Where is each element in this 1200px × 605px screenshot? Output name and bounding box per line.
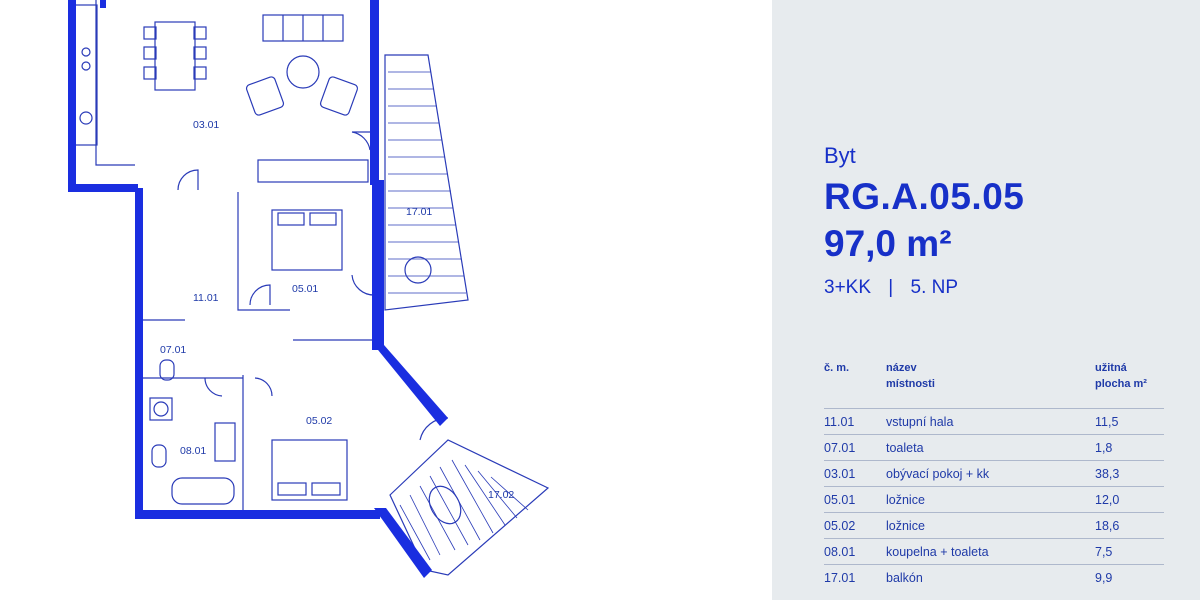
header-area: užitná plocha m² [1095, 362, 1147, 390]
door [177, 169, 199, 191]
room-number: 07.01 [824, 441, 856, 455]
floor-plan: 03.01 17.01 11.01 05.01 07.01 08.01 05.0… [68, 0, 550, 578]
header-room-name: název místnosti [886, 362, 935, 390]
room-area: 38,3 [1095, 467, 1120, 481]
unit-code: RG.A.05.05 [824, 176, 1025, 217]
room-label: 08.01 [180, 445, 206, 457]
balcony-table [428, 485, 462, 525]
hob-icon [81, 47, 91, 57]
bedroom-wall [237, 192, 290, 311]
room-name: balkón [886, 571, 923, 585]
room-area: 7,5 [1095, 545, 1113, 559]
room-label: 17.02 [488, 489, 514, 501]
room-number: 08.01 [824, 545, 856, 559]
door [351, 131, 375, 151]
room-number: 17.01 [824, 571, 856, 585]
unit-area: 97,0 m² [824, 223, 952, 264]
washbasin [214, 422, 236, 462]
door [249, 284, 271, 306]
room-name: vstupní hala [886, 415, 954, 429]
layout-type: 3+KK [824, 277, 872, 298]
hob-icon [81, 61, 91, 71]
kitchen-partition [95, 0, 135, 166]
toilet-icon [159, 359, 175, 381]
room-number: 03.01 [824, 467, 856, 481]
table-row: 08.01 koupelna + toaleta 7,5 [824, 538, 1164, 565]
room-number: 11.01 [824, 415, 855, 429]
armchair [319, 76, 359, 116]
room-area: 11,5 [1095, 415, 1119, 429]
header-room-number: č. m. [824, 362, 850, 374]
room-area: 9,9 [1095, 571, 1113, 585]
coffee-table [286, 55, 320, 89]
room-area: 12,0 [1095, 493, 1120, 507]
room-name: toaleta [886, 441, 924, 455]
room-label: 03.01 [193, 119, 219, 131]
room-area: 1,8 [1095, 441, 1113, 455]
balcony-outline [384, 54, 469, 311]
tv-cabinet [257, 159, 369, 183]
bathtub [171, 477, 235, 505]
room-label: 05.01 [292, 283, 318, 295]
washing-machine [149, 397, 173, 421]
unit-layout-line: 3+KK | 5. NP [824, 277, 958, 299]
bed [271, 439, 348, 501]
table-row: 05.01 ložnice 12,0 [824, 486, 1164, 513]
info-panel: Byt RG.A.05.05 97,0 m² 3+KK | 5. NP č. m… [772, 0, 1200, 600]
floor-plan-drawing: 03.01 17.01 11.01 05.01 07.01 08.01 05.0… [68, 0, 550, 578]
room-label: 05.02 [306, 415, 332, 427]
floor-level: 5. NP [910, 277, 959, 298]
table-row: 03.01 obývací pokoj + kk 38,3 [824, 460, 1164, 487]
room-number: 05.02 [824, 519, 856, 533]
room-number: 05.01 [824, 493, 856, 507]
hall-wall [139, 190, 185, 321]
armchair [245, 76, 285, 116]
toilet-icon [151, 444, 167, 468]
room-name: ložnice [886, 519, 925, 533]
table-row: 07.01 toaleta 1,8 [824, 434, 1164, 461]
separator: | [888, 277, 894, 298]
room-name: koupelna + toaleta [886, 545, 989, 559]
sink-icon [79, 111, 93, 125]
table-row: 05.02 ložnice 18,6 [824, 512, 1164, 539]
room-label: 11.01 [193, 292, 219, 304]
exterior-walls [68, 0, 448, 578]
door [204, 377, 223, 397]
unit-type-label: Byt [824, 143, 856, 168]
room-name: obývací pokoj + kk [886, 467, 990, 481]
dining-table [154, 21, 196, 91]
room-label: 17.01 [406, 206, 432, 218]
table-row: 11.01 vstupní hala 11,5 [824, 408, 1164, 435]
balcony-table [404, 256, 432, 284]
bed [271, 209, 343, 271]
door [351, 274, 376, 296]
door [254, 377, 273, 397]
table-row: 17.01 balkón 9,9 [824, 564, 1164, 591]
room-name: ložnice [886, 493, 925, 507]
room-label: 07.01 [160, 344, 186, 356]
room-area: 18,6 [1095, 519, 1120, 533]
